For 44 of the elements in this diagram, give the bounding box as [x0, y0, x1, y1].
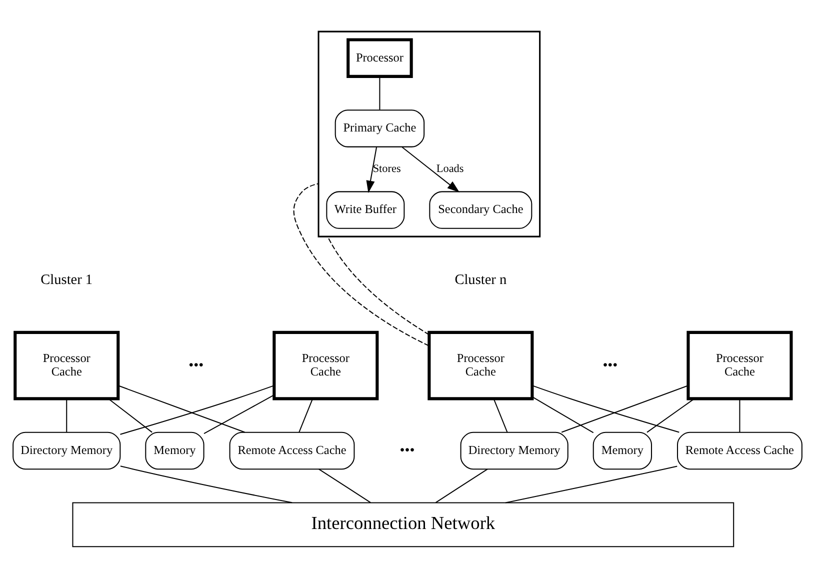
node-box: Remote Access Cache [676, 431, 802, 470]
connector [292, 182, 429, 346]
node-box: Processor Cache [427, 330, 534, 400]
node-box: Secondary Cache [428, 190, 532, 228]
node-box: Interconnection Network [72, 502, 734, 547]
edge-label: Stores [372, 162, 400, 175]
connector [326, 236, 429, 335]
node-box: Remote Access Cache [228, 431, 354, 470]
node-box: Directory Memory [460, 431, 568, 470]
node-box: Memory [144, 431, 204, 470]
connector [120, 465, 292, 503]
connector [532, 396, 594, 433]
connector [435, 468, 488, 502]
node-box: Processor Cache [686, 330, 792, 400]
node-box: Directory Memory [12, 431, 120, 470]
connector [318, 468, 370, 502]
node-box: Processor Cache [272, 330, 378, 400]
connector [66, 398, 67, 432]
label: ••• [399, 442, 414, 458]
arrow [366, 146, 377, 192]
connector [504, 465, 677, 503]
connector [378, 76, 380, 110]
label: ••• [602, 356, 618, 373]
connector [532, 384, 679, 432]
node-box: Processor [346, 38, 412, 78]
connector [492, 398, 508, 432]
label: ••• [188, 356, 204, 373]
connector [203, 394, 274, 434]
connector [560, 384, 688, 432]
label: Cluster n [454, 272, 506, 288]
edge-label: Loads [436, 162, 464, 175]
connector [118, 384, 244, 432]
connector [646, 398, 694, 432]
connector [298, 398, 313, 432]
node-box: Processor Cache [13, 330, 120, 400]
connector [108, 398, 152, 432]
connector [738, 398, 740, 432]
label: Cluster 1 [40, 272, 92, 288]
connector [120, 384, 274, 434]
arrow [401, 146, 460, 192]
cluster [317, 30, 540, 237]
node-box: Memory [592, 431, 652, 470]
node-box: Write Buffer [326, 190, 404, 228]
node-box: Primary Cache [334, 109, 424, 147]
